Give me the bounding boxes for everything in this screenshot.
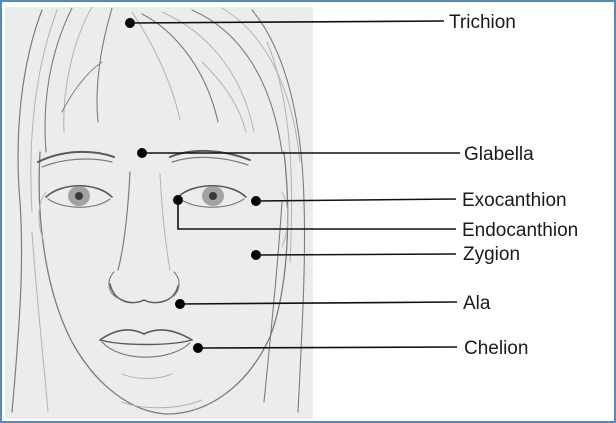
endocanthion-label: Endocanthion — [462, 220, 578, 241]
zygion-leader-line — [256, 254, 456, 255]
zygion-label: Zygion — [463, 244, 520, 265]
face-sketch — [5, 7, 313, 419]
glabella-label: Glabella — [464, 144, 534, 165]
chelion-label: Chelion — [464, 338, 528, 359]
exocanthion-label: Exocanthion — [462, 190, 567, 211]
chelion-leader-line — [198, 347, 457, 348]
trichion-label: Trichion — [449, 12, 516, 33]
ala-label: Ala — [463, 293, 491, 314]
